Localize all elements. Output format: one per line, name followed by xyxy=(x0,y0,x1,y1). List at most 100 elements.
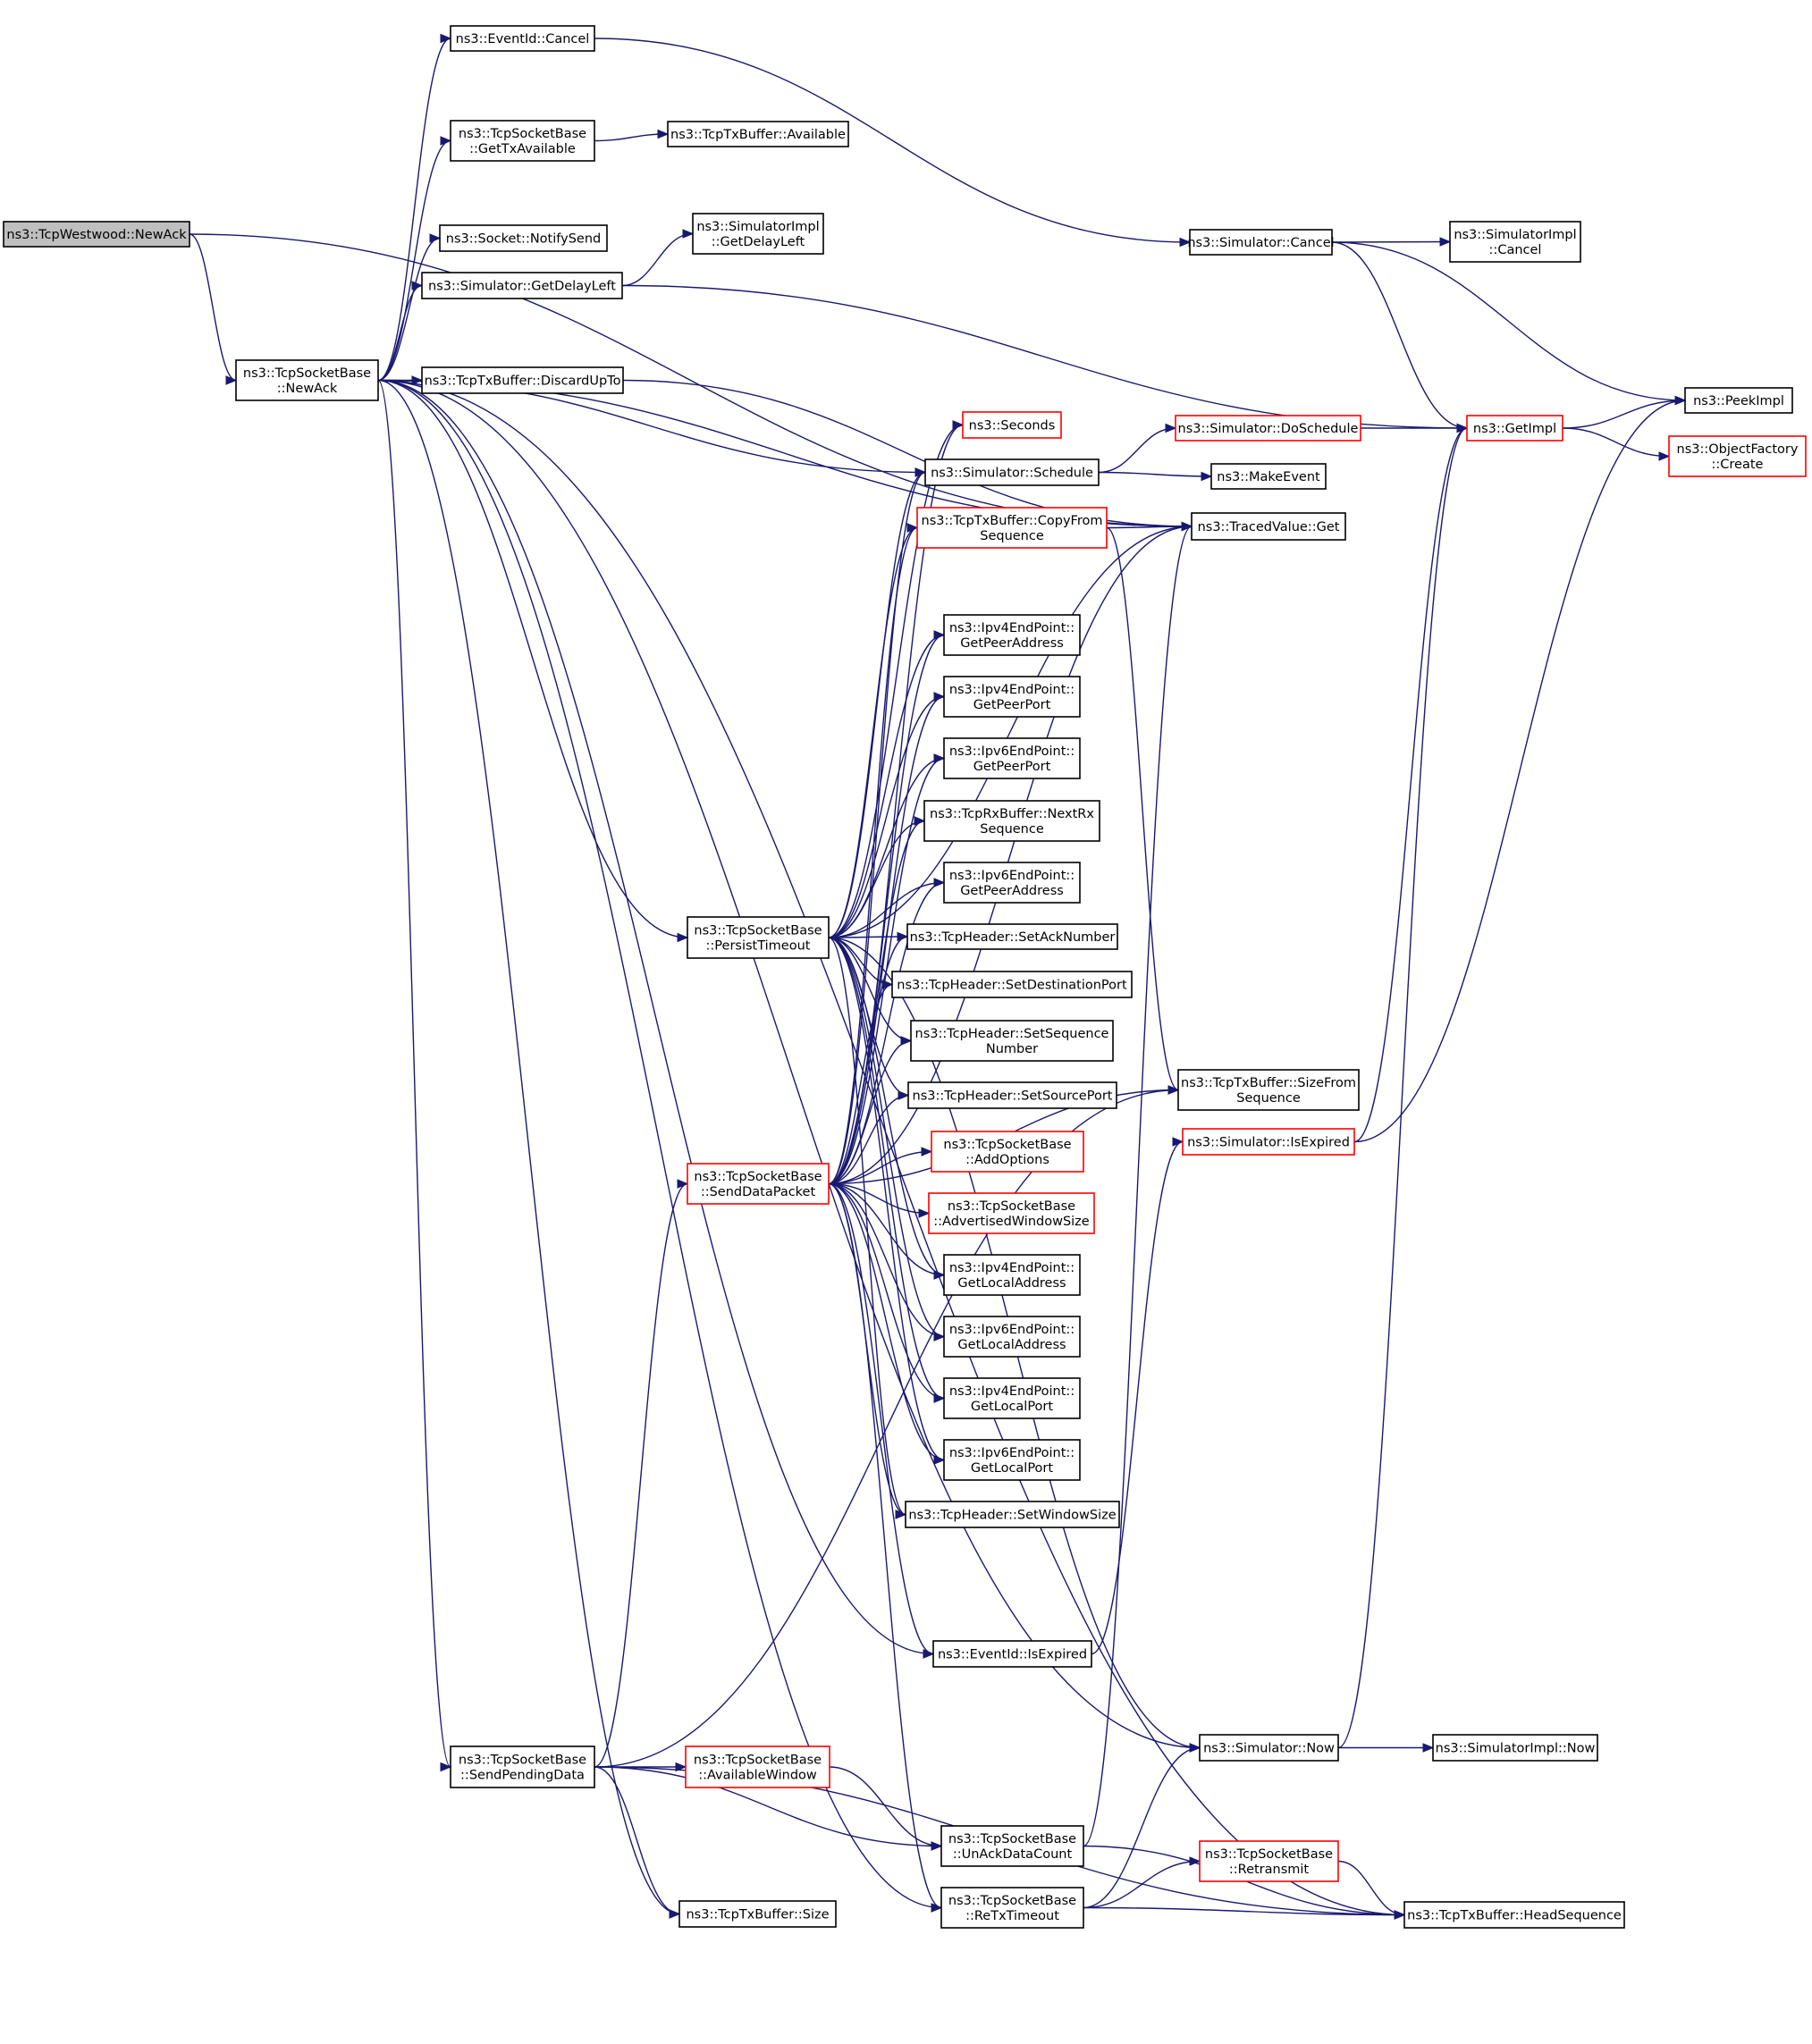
node-eventid-isexpired[interactable]: ns3::EventId::IsExpired xyxy=(932,1640,1092,1668)
arrowhead-icon xyxy=(1165,423,1177,433)
node-tcpsocketbase-senddatapacket[interactable]: ns3::TcpSocketBase::SendDataPacket xyxy=(687,1163,830,1205)
call-edge-tcpsocketbase_newack-to-tcpsocketbase_gettxavailable xyxy=(377,136,452,382)
node-eventid-cancel[interactable]: ns3::EventId::Cancel xyxy=(450,25,595,52)
node-ipv4endpoint-getpeeraddress[interactable]: ns3::Ipv4EndPoint::GetPeerAddress xyxy=(943,614,1081,656)
node-tcpsocketbase-retransmit[interactable]: ns3::TcpSocketBase::Retransmit xyxy=(1199,1840,1339,1882)
node-simulator-isexpired[interactable]: ns3::Simulator::IsExpired xyxy=(1182,1128,1355,1156)
call-edge-simulator_cancel-to-getimpl xyxy=(1331,241,1469,433)
node-tcpheader-setdestinationport[interactable]: ns3::TcpHeader::SetDestinationPort xyxy=(891,971,1133,998)
call-edge-tcpsocketbase_senddatapacket-to-tcptxbuffer_copyfromsequence xyxy=(828,523,919,1185)
node-simulatorimpl-cancel[interactable]: ns3::SimulatorImpl::Cancel xyxy=(1449,221,1581,263)
node-ipv4endpoint-getlocalport[interactable]: ns3::Ipv4EndPoint::GetLocalPort xyxy=(943,1377,1081,1419)
call-edge-tcpsocketbase_persisttimeout-to-ipv6endpoint_getlocalport xyxy=(828,937,946,1465)
call-edge-line xyxy=(1353,427,1468,1143)
call-edge-line xyxy=(828,695,945,938)
node-simulator-doschedule[interactable]: ns3::Simulator::DoSchedule xyxy=(1175,415,1361,442)
node-tcpsocketbase-availablewindow[interactable]: ns3::TcpSocketBase::AvailableWindow xyxy=(685,1745,830,1788)
node-box xyxy=(940,1887,1084,1929)
node-tcpsocketbase-persisttimeout[interactable]: ns3::TcpSocketBase::PersistTimeout xyxy=(687,916,830,959)
node-ipv4endpoint-getpeerport[interactable]: ns3::Ipv4EndPoint::GetPeerPort xyxy=(943,676,1081,718)
call-edge-line xyxy=(594,1766,680,1915)
node-label: ns3::TcpSocketBase xyxy=(459,127,586,141)
arrowhead-icon xyxy=(440,1762,452,1772)
call-edge-line xyxy=(1337,427,1468,1749)
node-peekimpl[interactable]: ns3::PeekImpl xyxy=(1684,387,1793,414)
node-tcpsocketbase-advertisedwindowsize[interactable]: ns3::TcpSocketBase::AdvertisedWindowSize xyxy=(928,1192,1095,1234)
arrowhead-icon xyxy=(682,229,695,239)
node-tcpsocketbase-addoptions[interactable]: ns3::TcpSocketBase::AddOptions xyxy=(931,1131,1084,1173)
node-box xyxy=(1199,1734,1339,1762)
call-edge-tcpsocketbase_senddatapacket-to-tcpheader_setacknumber xyxy=(828,931,909,1185)
node-simulatorimpl-getdelayleft[interactable]: ns3::SimulatorImpl::GetDelayLeft xyxy=(692,213,824,255)
node-simulator-getdelayleft[interactable]: ns3::Simulator::GetDelayLeft xyxy=(421,272,623,299)
node-tcpsocketbase-retxtimeout[interactable]: ns3::TcpSocketBase::ReTxTimeout xyxy=(940,1887,1084,1929)
arrowhead-icon xyxy=(411,281,424,290)
node-box xyxy=(1210,463,1327,490)
node-box xyxy=(1175,415,1361,442)
node-simulatorimpl-now[interactable]: ns3::SimulatorImpl::Now xyxy=(1432,1734,1598,1762)
call-edge-line xyxy=(828,1182,945,1338)
node-seconds[interactable]: ns3::Seconds xyxy=(962,411,1062,439)
arrowhead-icon xyxy=(897,931,909,942)
node-tcpheader-setwindowsize[interactable]: ns3::TcpHeader::SetWindowSize xyxy=(905,1501,1120,1528)
node-tcptxbuffer-size[interactable]: ns3::TcpTxBuffer::Size xyxy=(678,1900,837,1928)
node-socket-notifysend[interactable]: ns3::Socket::NotifySend xyxy=(439,224,608,252)
node-ipv6endpoint-getpeerport[interactable]: ns3::Ipv6EndPoint::GetPeerPort xyxy=(943,737,1081,779)
node-label: GetLocalPort xyxy=(971,1400,1053,1414)
node-label: ::PersistTimeout xyxy=(706,939,811,954)
node-tcpsocketbase-gettxavailable[interactable]: ns3::TcpSocketBase::GetTxAvailable xyxy=(450,120,595,162)
arrowhead-icon xyxy=(895,1510,907,1519)
arrowhead-icon xyxy=(921,1147,933,1157)
node-tcpsocketbase-unackdatacount[interactable]: ns3::TcpSocketBase::UnAckDataCount xyxy=(940,1825,1084,1867)
call-edge-tcpsocketbase_newack-to-simulator_schedule xyxy=(377,379,927,477)
node-tcpsocketbase-newack[interactable]: ns3::TcpSocketBase::NewAck xyxy=(235,359,379,401)
call-edge-tcptxbuffer_copyfromsequence-to-tcptxbuffer_sizefromsequence xyxy=(1106,526,1180,1095)
node-label: GetLocalPort xyxy=(971,1461,1053,1476)
node-simulator-cancel[interactable]: ns3::Simulator::Cancel xyxy=(1187,229,1335,256)
node-label: ::ReTxTimeout xyxy=(965,1909,1059,1923)
node-label: ns3::TcpRxBuffer::NextRx xyxy=(930,807,1094,821)
node-label: ns3::TcpHeader::SetSequence xyxy=(915,1027,1109,1041)
node-ipv6endpoint-getpeeraddress[interactable]: ns3::Ipv6EndPoint::GetPeerAddress xyxy=(943,862,1081,904)
node-tcptxbuffer-headsequence[interactable]: ns3::TcpTxBuffer::HeadSequence xyxy=(1403,1901,1625,1929)
node-label: ::NewAck xyxy=(277,382,338,396)
node-ipv6endpoint-getlocalport[interactable]: ns3::Ipv6EndPoint::GetLocalPort xyxy=(943,1439,1081,1481)
node-label: ::AvailableWindow xyxy=(698,1769,817,1783)
node-objectfactory-create[interactable]: ns3::ObjectFactory::Create xyxy=(1668,435,1807,477)
call-edge-line xyxy=(828,1182,934,1655)
arrowhead-icon xyxy=(931,1903,943,1913)
node-ipv4endpoint-getlocaladdress[interactable]: ns3::Ipv4EndPoint::GetLocalAddress xyxy=(943,1254,1081,1296)
node-simulator-schedule[interactable]: ns3::Simulator::Schedule xyxy=(924,458,1100,486)
node-label: ns3::Ipv4EndPoint:: xyxy=(949,683,1075,697)
node-box xyxy=(1189,229,1333,256)
node-ipv6endpoint-getlocaladdress[interactable]: ns3::Ipv6EndPoint::GetLocalAddress xyxy=(943,1316,1081,1358)
arrowhead-icon xyxy=(1201,471,1213,482)
node-makeevent[interactable]: ns3::MakeEvent xyxy=(1210,463,1327,490)
node-tcpsocketbase-sendpendingdata[interactable]: ns3::TcpSocketBase::SendPendingData xyxy=(450,1745,595,1788)
node-tcptxbuffer-available[interactable]: ns3::TcpTxBuffer::Available xyxy=(667,121,849,147)
node-simulator-now[interactable]: ns3::Simulator::Now xyxy=(1199,1734,1339,1762)
call-edge-tcpsocketbase_persisttimeout-to-ipv4endpoint_getpeeraddress xyxy=(828,630,946,938)
call-edge-tcpsocketbase_senddatapacket-to-tcprxbuffer_nextrxsequence xyxy=(828,816,926,1185)
node-tcpheader-setsourceport[interactable]: ns3::TcpHeader::SetSourcePort xyxy=(907,1081,1117,1109)
node-label: ns3::TcpHeader::SetWindowSize xyxy=(908,1509,1116,1523)
arrowhead-icon xyxy=(881,980,894,989)
call-edge-tcpsocketbase_senddatapacket-to-ipv4endpoint_getlocaladdress xyxy=(828,1182,946,1280)
node-tcptxbuffer-discardupto[interactable]: ns3::TcpTxBuffer::DiscardUpTo xyxy=(421,366,624,394)
node-box xyxy=(943,676,1081,718)
call-edge-line xyxy=(828,424,964,938)
node-getimpl[interactable]: ns3::GetImpl xyxy=(1466,415,1563,442)
arrowhead-icon xyxy=(931,1841,943,1851)
node-tracedvalue-get[interactable]: ns3::TracedValue::Get xyxy=(1191,512,1346,541)
node-label: ns3::Socket::NotifySend xyxy=(446,232,601,247)
node-tcpheader-setacknumber[interactable]: ns3::TcpHeader::SetAckNumber xyxy=(906,923,1118,950)
node-label: ::SendPendingData xyxy=(460,1769,585,1783)
call-edge-eventid_cancel-to-simulator_cancel xyxy=(594,38,1192,248)
arrowhead-icon xyxy=(657,129,670,139)
call-edge-line xyxy=(1083,526,1193,1847)
